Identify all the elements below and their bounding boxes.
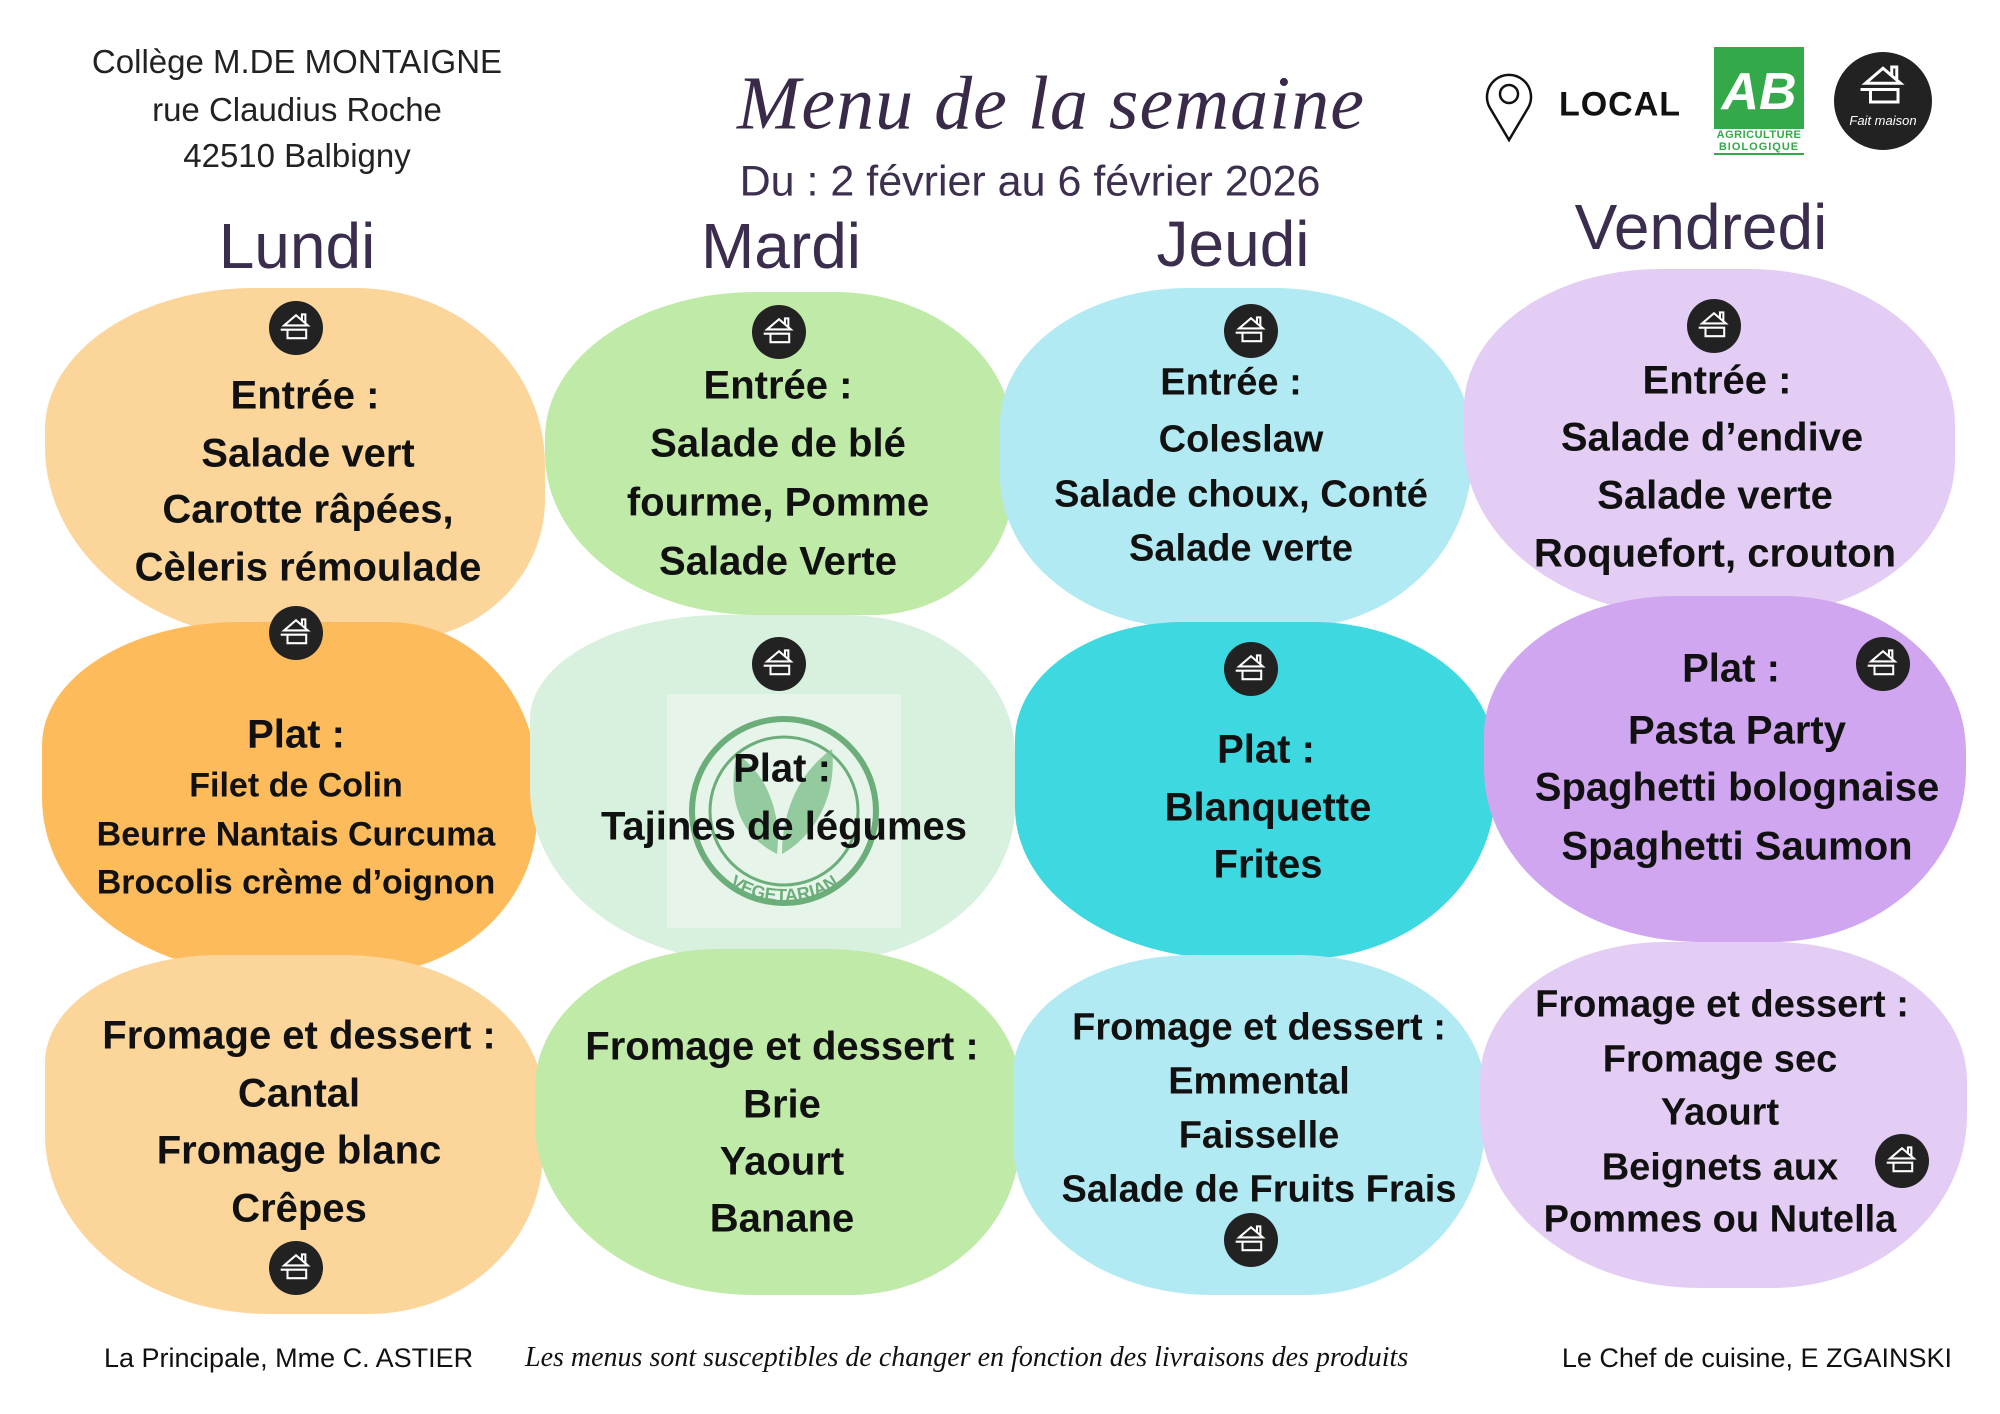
fait-maison-icon bbox=[1224, 304, 1278, 358]
day-header-lundi: Lundi bbox=[218, 210, 376, 282]
mardi-plat-item: Tajines de légumes bbox=[600, 804, 968, 849]
ab-logo: AB AGRICULTURE BIOLOGIQUE bbox=[1714, 47, 1804, 155]
jeudi-plat-item: Frites bbox=[1213, 842, 1323, 887]
mardi-entree-label: Entrée : bbox=[703, 363, 853, 408]
mardi-fromage-item: Yaourt bbox=[719, 1139, 845, 1184]
date-range: Du : 2 février au 6 février 2026 bbox=[739, 157, 1321, 206]
local-logo: LOCAL bbox=[1558, 85, 1682, 124]
mardi-entree-item: Salade Verte bbox=[659, 539, 897, 584]
lundi-plat-card bbox=[42, 622, 537, 974]
lundi-entree-item: Cèleris rémoulade bbox=[134, 545, 482, 590]
fait-maison-icon bbox=[269, 301, 323, 355]
footer-notice: Les menus sont susceptibles de changer e… bbox=[525, 1342, 1409, 1373]
vendredi-fromage-card bbox=[1480, 942, 1967, 1288]
lundi-entree-item: Carotte râpées, bbox=[162, 487, 454, 532]
jeudi-plat-item: Blanquette bbox=[1164, 785, 1372, 830]
school-name: Collège M.DE MONTAIGNE bbox=[91, 43, 503, 80]
vendredi-fromage-item: Pommes ou Nutella bbox=[1543, 1198, 1897, 1241]
fait-maison-icon bbox=[269, 1241, 323, 1295]
jeudi-entree-item: Coleslaw bbox=[1158, 418, 1324, 461]
fait-maison-icon bbox=[1224, 642, 1278, 696]
jeudi-fromage-item: Salade de Fruits Frais bbox=[1061, 1168, 1457, 1211]
footer-principal: La Principale, Mme C. ASTIER bbox=[104, 1343, 474, 1373]
lundi-plat-item: Filet de Colin bbox=[189, 766, 403, 805]
fait-maison-icon bbox=[1224, 1213, 1278, 1267]
fait-maison-icon bbox=[752, 637, 806, 691]
vendredi-fromage-item: Fromage sec bbox=[1602, 1038, 1838, 1081]
lundi-fromage-item: Cantal bbox=[237, 1071, 361, 1116]
vendredi-fromage-item: Yaourt bbox=[1660, 1091, 1780, 1134]
jeudi-fromage-label: Fromage et dessert : bbox=[1072, 1006, 1446, 1049]
lundi-entree-label: Entrée : bbox=[230, 373, 380, 418]
vendredi-plat-item: Spaghetti Saumon bbox=[1561, 824, 1913, 869]
jeudi-fromage-item: Emmental bbox=[1168, 1060, 1350, 1103]
fait-maison-logo: Fait maison bbox=[1834, 52, 1932, 150]
lundi-entree-item: Salade vert bbox=[201, 431, 415, 476]
day-header-jeudi: Jeudi bbox=[1156, 208, 1310, 280]
vendredi-fromage-item: Beignets aux bbox=[1601, 1146, 1839, 1189]
vendredi-entree-label: Entrée : bbox=[1642, 358, 1792, 403]
jeudi-entree-item: Salade verte bbox=[1129, 527, 1353, 570]
lundi-fromage-item: Crêpes bbox=[231, 1186, 367, 1231]
fait-maison-icon bbox=[1687, 299, 1741, 353]
vendredi-plat-item: Spaghetti bolognaise bbox=[1534, 765, 1940, 810]
fait-maison-icon bbox=[752, 305, 806, 359]
jeudi-entree-item: Salade choux, Conté bbox=[1054, 473, 1428, 516]
lundi-plat-item: Brocolis crème d’oignon bbox=[96, 863, 496, 902]
lundi-plat-label: Plat : bbox=[247, 712, 345, 757]
mardi-plat-label: Plat : bbox=[733, 746, 831, 791]
lundi-fromage-label: Fromage et dessert : bbox=[102, 1013, 496, 1058]
vendredi-fromage-label: Fromage et dessert : bbox=[1535, 983, 1909, 1026]
vendredi-entree-item: Roquefort, crouton bbox=[1533, 531, 1897, 576]
vendredi-entree-item: Salade verte bbox=[1597, 473, 1833, 518]
mardi-entree-item: Salade de blé bbox=[650, 421, 906, 466]
location-pin-icon bbox=[1485, 73, 1533, 143]
lundi-fromage-item: Fromage blanc bbox=[156, 1128, 442, 1173]
mardi-fromage-item: Banane bbox=[709, 1196, 855, 1241]
jeudi-entree-label: Entrée : bbox=[1160, 361, 1302, 404]
mardi-fromage-label: Fromage et dessert : bbox=[585, 1024, 979, 1069]
vendredi-plat-item: Pasta Party bbox=[1628, 708, 1846, 753]
mardi-fromage-item: Brie bbox=[743, 1082, 821, 1127]
jeudi-fromage-item: Faisselle bbox=[1178, 1114, 1340, 1157]
day-header-mardi: Mardi bbox=[700, 210, 862, 282]
footer-chef: Le Chef de cuisine, E ZGAINSKI bbox=[1561, 1343, 1952, 1373]
lundi-plat-item: Beurre Nantais Curcuma bbox=[96, 815, 496, 854]
vendredi-plat-label: Plat : bbox=[1682, 646, 1780, 691]
mardi-fromage-card bbox=[535, 949, 1020, 1295]
school-city: 42510 Balbigny bbox=[183, 137, 411, 174]
fait-maison-icon bbox=[1856, 637, 1910, 691]
mardi-entree-item: fourme, Pomme bbox=[626, 480, 930, 525]
day-header-vendredi: Vendredi bbox=[1574, 191, 1828, 263]
page-title: Menu de la semaine bbox=[737, 61, 1365, 146]
vegetarian-logo: VEGETARIAN bbox=[667, 694, 901, 928]
fait-maison-icon bbox=[269, 606, 323, 660]
svg-text:VEGETARIAN: VEGETARIAN bbox=[727, 871, 842, 905]
vendredi-entree-item: Salade d’endive bbox=[1560, 415, 1864, 460]
fait-maison-icon bbox=[1875, 1134, 1929, 1188]
jeudi-plat-label: Plat : bbox=[1217, 727, 1315, 772]
school-street: rue Claudius Roche bbox=[152, 91, 442, 128]
